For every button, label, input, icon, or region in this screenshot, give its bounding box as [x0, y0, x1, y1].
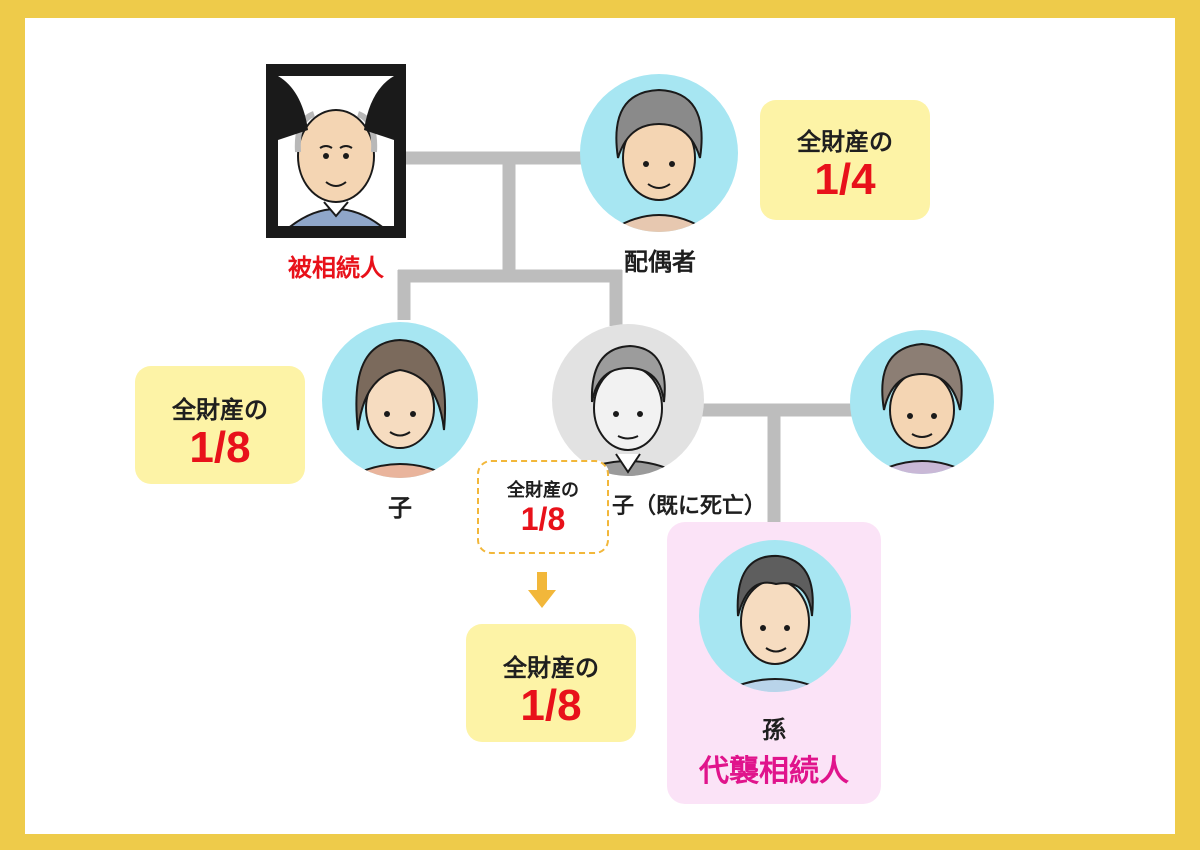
grandchild-share-fraction: 1/8 — [520, 681, 582, 730]
child2-share-box: 全財産の 1/8 — [477, 460, 609, 554]
child1-label: 子 — [388, 494, 412, 522]
spouse-share-fraction: 1/4 — [814, 155, 876, 204]
child1-share-box: 全財産の 1/8 — [135, 366, 305, 484]
grandchild-avatar — [699, 540, 851, 692]
child2-share-fraction: 1/8 — [520, 501, 566, 537]
grandchild-share-box: 全財産の 1/8 — [466, 624, 636, 742]
child2-label: 子（既に死亡） — [612, 494, 767, 519]
child1-share-caption: 全財産の — [172, 396, 268, 424]
down-arrow-icon — [528, 572, 556, 608]
grandchild-share-caption: 全財産の — [503, 654, 599, 682]
grandchild-label: 孫 — [762, 716, 786, 744]
decedent-label: 被相続人 — [288, 254, 384, 282]
child1-share-fraction: 1/8 — [189, 423, 251, 472]
spouse-share-caption: 全財産の — [797, 128, 893, 156]
child2-share-caption: 全財産の — [507, 480, 579, 501]
decedent-portrait — [266, 64, 406, 238]
grandchild-role-label: 代襲相続人 — [699, 754, 849, 789]
spouse-avatar — [580, 74, 738, 232]
child1-avatar — [322, 322, 478, 478]
spouse-label: 配偶者 — [624, 248, 696, 276]
child2-avatar — [552, 324, 704, 476]
child2-spouse-avatar — [850, 330, 994, 474]
spouse-share-box: 全財産の 1/4 — [760, 100, 930, 220]
